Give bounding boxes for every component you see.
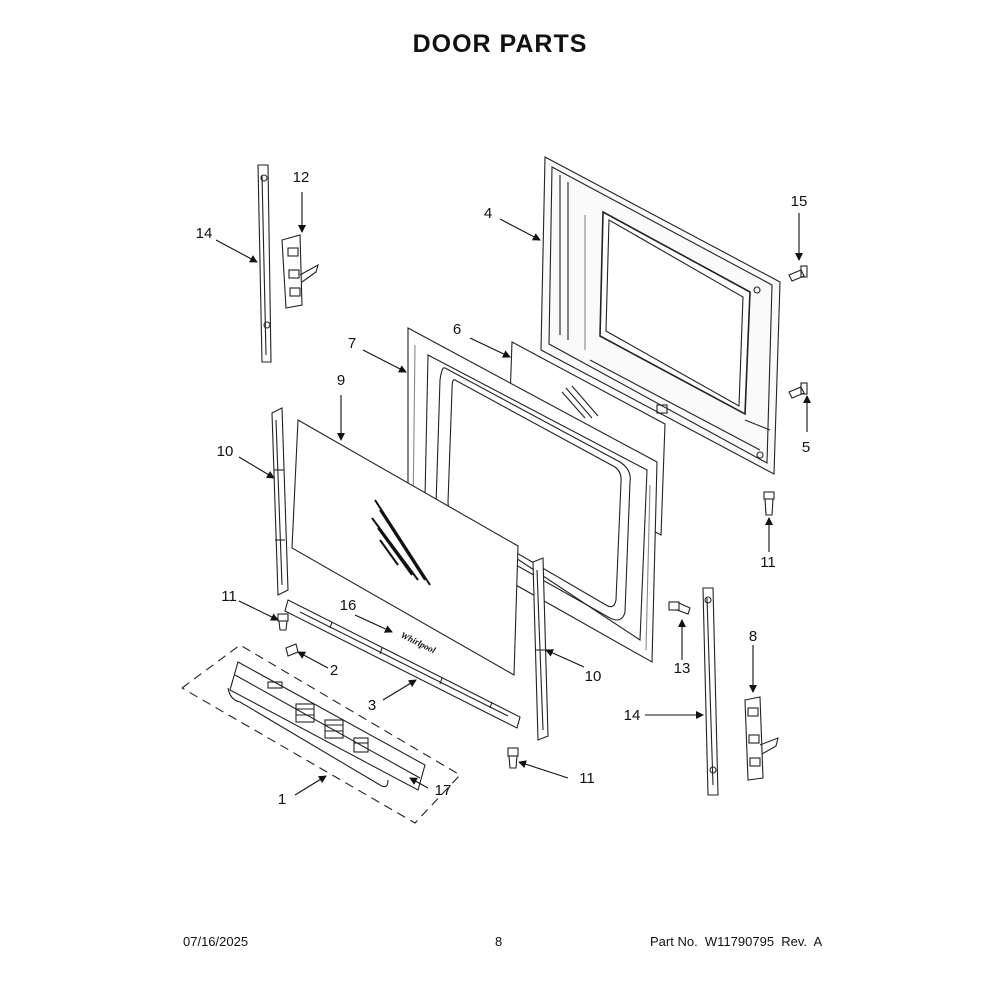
screw-part-11-right [763, 491, 775, 516]
callout-16: 16 [340, 597, 357, 614]
callout-14-bottom: 14 [624, 707, 641, 724]
screw-part-15 [788, 265, 808, 282]
footer-date: 07/16/2025 [183, 934, 249, 949]
callout-8: 8 [749, 628, 757, 645]
screw-part-2 [285, 643, 299, 657]
footer-page-number: 8 [495, 934, 503, 949]
callout-11-bottom: 11 [579, 770, 595, 787]
screw-part-11-bottom [507, 747, 519, 769]
page-title: DOOR PARTS [412, 30, 588, 58]
callout-12: 12 [293, 169, 310, 186]
callout-6: 6 [453, 321, 461, 338]
callout-11-right: 11 [760, 554, 776, 571]
callout-9: 9 [337, 372, 345, 389]
right-side-trim-part [532, 557, 549, 741]
bottom-trim-rail-part [284, 599, 521, 729]
left-hinge-part [281, 234, 319, 309]
callout-2: 2 [330, 662, 338, 679]
outer-door-glass-part [291, 419, 519, 676]
callout-10-left: 10 [217, 443, 234, 460]
vent-trim-part [181, 644, 461, 824]
screw-part-5 [788, 382, 808, 399]
right-hinge-rail-part [702, 587, 719, 796]
callout-13: 13 [674, 660, 691, 677]
footer-part-number: Part No. W11790795 Rev. A [650, 934, 823, 949]
callout-labels: 12 14 4 15 6 7 9 10 5 11 11 16 8 2 10 13… [196, 169, 811, 808]
callout-17: 17 [435, 782, 452, 799]
callout-15: 15 [791, 193, 808, 210]
right-hinge-part [744, 696, 779, 781]
callout-4: 4 [484, 205, 492, 222]
callout-1: 1 [278, 791, 286, 808]
callout-11-left: 11 [221, 588, 237, 605]
left-side-trim-part [271, 407, 289, 596]
callout-5: 5 [802, 439, 810, 456]
screw-part-13 [668, 601, 691, 615]
brand-badge-part: Whirlpool [399, 630, 438, 656]
callout-7: 7 [348, 335, 356, 352]
callout-14-top: 14 [196, 225, 213, 242]
screw-part-11-left [277, 613, 289, 631]
callout-10-right: 10 [585, 668, 602, 685]
inner-door-liner-part [540, 156, 781, 475]
callout-3: 3 [368, 697, 376, 714]
left-hinge-rail-part [257, 164, 272, 363]
